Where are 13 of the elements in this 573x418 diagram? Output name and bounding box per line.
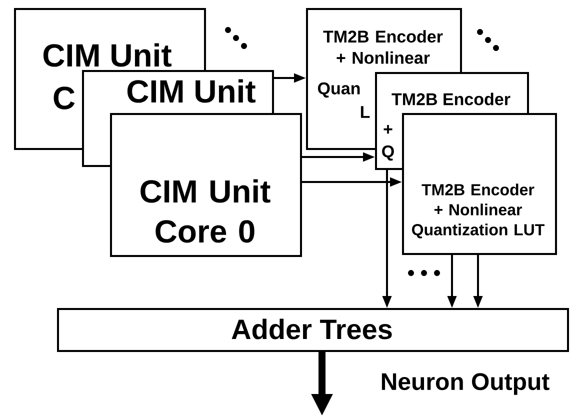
box-label: Q (382, 145, 394, 161)
box-label: L (360, 106, 370, 118)
box-label: + (384, 125, 392, 134)
box-label: CIM Unit (127, 79, 256, 103)
box-label: TM2B Encoder + Nonlinear (323, 30, 443, 64)
box-label: TM2B Encoder (392, 92, 510, 106)
box-label: CIM Unit (43, 43, 172, 67)
box-label: CIM Unit Core 0 (140, 179, 270, 243)
box-label: TM2B Encoder + Nonlinear Quantization LUT (412, 184, 544, 238)
box-label: Adder Trees (232, 318, 392, 340)
edge-label: Neuron Output (382, 373, 550, 395)
box-label: Quan (318, 82, 360, 98)
box-label: C (54, 86, 75, 110)
